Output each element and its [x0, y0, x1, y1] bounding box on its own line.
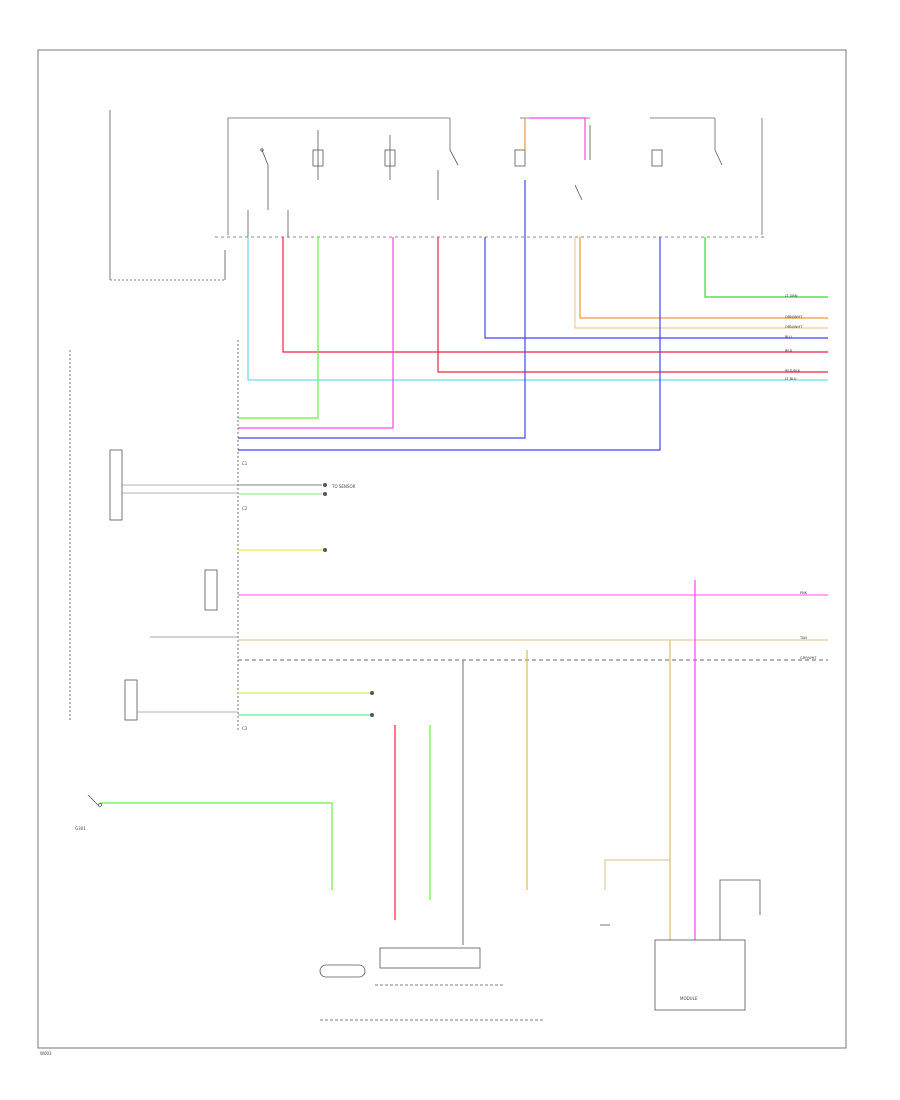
connector-c2: C2	[242, 506, 248, 511]
wire-label-tan-out: TAN	[799, 636, 807, 640]
wire-label-cy1: LT BLU	[785, 377, 797, 381]
wire-orange-2	[574, 237, 828, 329]
wire-green-4	[100, 802, 333, 890]
connector-c3: C3	[242, 726, 248, 731]
fuse-relay-box	[215, 117, 765, 238]
relay-switches	[247, 125, 723, 237]
diagram-frame	[37, 49, 847, 1049]
wire-tan-4	[604, 859, 670, 890]
wire-label-rd1: RED	[785, 349, 793, 353]
sensor-ref: TO SENSOR	[331, 484, 356, 489]
wire-label-or2: ORN/WHT	[785, 325, 803, 329]
wire-blue-2	[238, 180, 526, 439]
wire-label-or1: ORN/WHT	[785, 315, 803, 319]
wire-orange-1	[579, 237, 828, 319]
wire-label-rd2: RED/BLK	[785, 369, 801, 373]
wire-label-pk-out: PNK	[800, 591, 808, 595]
ground-symbol	[87, 794, 102, 807]
wire-label-gray-out: GRY/WHT	[800, 656, 817, 660]
connector-dots	[323, 483, 374, 717]
lower-wires	[100, 580, 696, 945]
bottom-modules	[319, 879, 761, 1021]
connector-c1: C1	[242, 461, 248, 466]
wire-red-1	[282, 237, 828, 353]
wire-red-2	[437, 237, 828, 373]
footer-code: W003	[40, 1051, 52, 1056]
left-controller	[69, 340, 239, 730]
module-label: MODULE	[680, 996, 698, 1001]
wire-blue-1	[484, 237, 828, 339]
wire-green-1	[238, 237, 319, 419]
wire-label-bl1: BLU	[785, 335, 792, 339]
wire-pink-1	[238, 237, 394, 429]
wire-cyan	[247, 237, 828, 381]
ground-note: G301	[75, 826, 86, 831]
wire-label-gn-top: LT GRN	[785, 294, 798, 298]
wire-green-2	[704, 237, 828, 298]
top-left-module	[109, 110, 226, 281]
wire-pink-top	[530, 117, 586, 160]
colored-wires	[238, 117, 828, 451]
mid-wires	[238, 484, 828, 716]
wire-blue-3	[238, 237, 661, 451]
